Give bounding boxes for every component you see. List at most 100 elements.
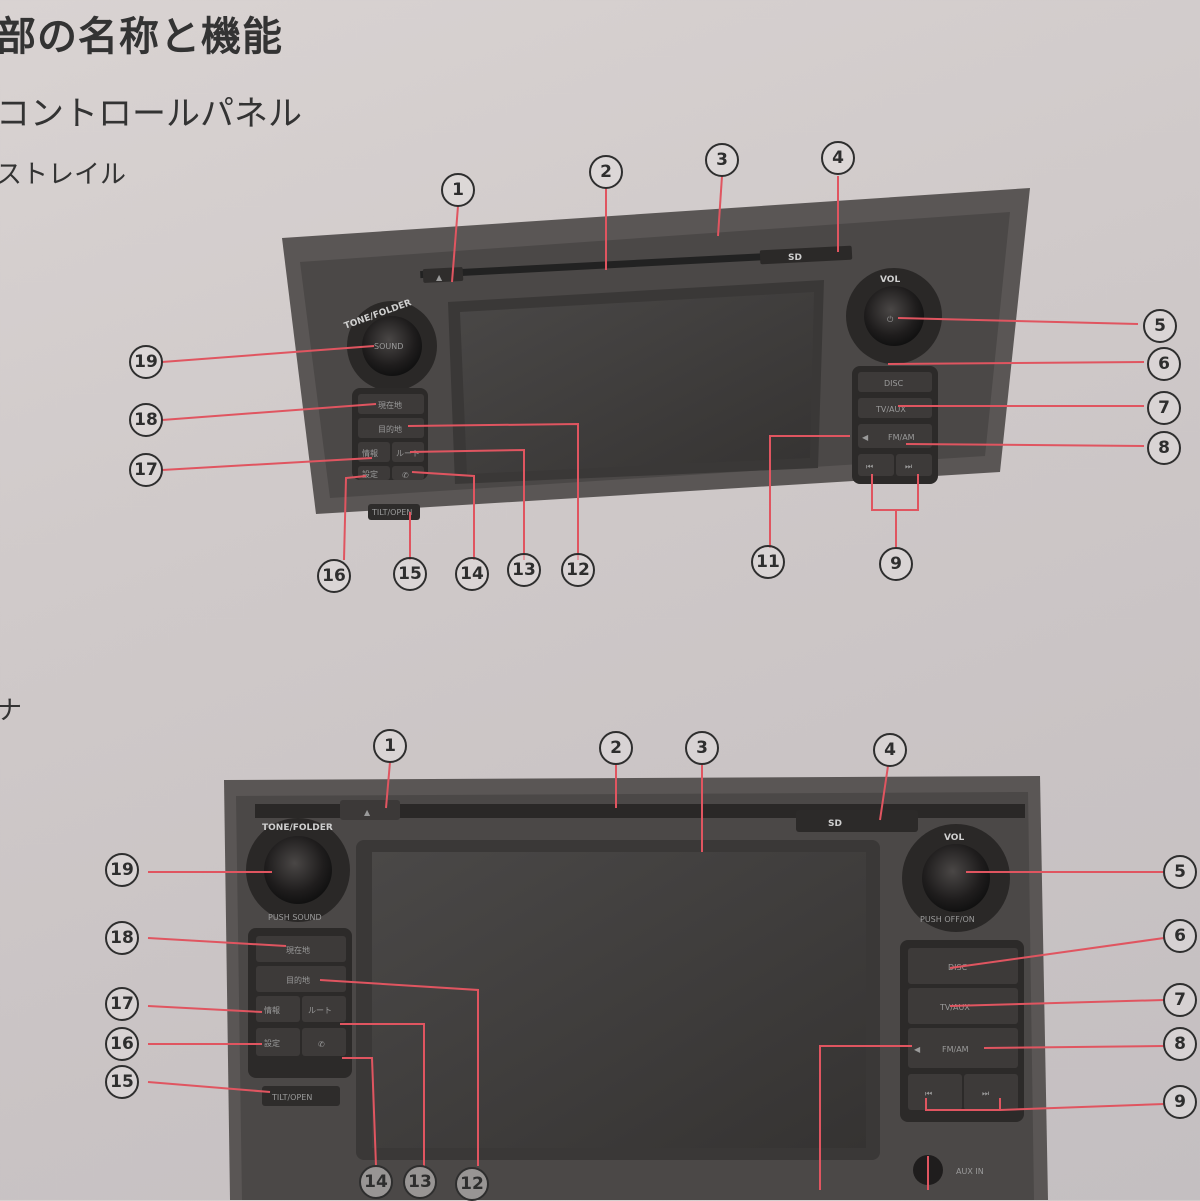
bottom-mute-icon: ◀ (914, 1045, 921, 1054)
bottom-btn-seek-back[interactable] (908, 1074, 962, 1110)
bottom-btn-17[interactable] (256, 996, 300, 1022)
callout-17-bottom: 17 (105, 987, 139, 1021)
callout-4-top: 4 (821, 141, 855, 175)
callout-1-bottom: 1 (373, 729, 407, 763)
bottom-sd-label: SD (828, 819, 842, 829)
top-disc-slot (420, 252, 770, 279)
bottom-btn-tv-aux-label: TV/AUX (939, 1003, 970, 1012)
bottom-btn-14-phone[interactable] (302, 1028, 346, 1056)
callout-18-top: 18 (129, 403, 163, 437)
top-tone-folder-knob[interactable] (362, 316, 422, 376)
callout-7-bottom: 7 (1163, 983, 1197, 1017)
callout-5-top: 5 (1143, 309, 1177, 343)
bottom-btn-fm-am-label: FM/AM (942, 1045, 969, 1054)
bottom-btn-15-label: TILT/OPEN (271, 1093, 312, 1102)
callout-3-top: 3 (705, 143, 739, 177)
bottom-tone-folder-knob[interactable] (264, 836, 332, 904)
callout-14-top: 14 (455, 557, 489, 591)
callout-1-top: 1 (441, 173, 475, 207)
top-vol-knob[interactable] (864, 286, 924, 346)
bottom-vol-knob[interactable] (922, 844, 990, 912)
top-btn-15-label: TILT/OPEN (371, 508, 412, 517)
callout-4-bottom: 4 (873, 733, 907, 767)
callout-18-bottom: 18 (105, 921, 139, 955)
top-btn-15[interactable] (368, 504, 420, 520)
callout-9-top: 9 (879, 547, 913, 581)
skip-forward-icon: ⏭ (982, 1089, 989, 1098)
top-btn-18[interactable] (358, 394, 424, 414)
bottom-btn-12-label: 目的地 (286, 975, 310, 985)
callout-15-top: 15 (393, 557, 427, 591)
callout-8-top: 8 (1147, 431, 1181, 465)
bottom-btn-16[interactable] (256, 1028, 300, 1056)
top-btn-seek-back[interactable] (858, 454, 894, 476)
top-btn-tv-aux[interactable] (858, 398, 932, 418)
top-vol-label: VOL (880, 275, 900, 285)
top-btn-tv-aux-label: TV/AUX (875, 405, 906, 414)
callout-16-top: 16 (317, 559, 351, 593)
callout-14-bottom: 14 (359, 1165, 393, 1199)
callout-2-bottom: 2 (599, 731, 633, 765)
top-btn-fm-am-label: FM/AM (888, 433, 915, 442)
bottom-btn-13[interactable] (302, 996, 346, 1022)
top-btn-disc-label: DISC (884, 379, 904, 388)
top-sd-slot[interactable] (759, 245, 853, 265)
callout-11-top: 11 (751, 545, 785, 579)
top-knob-left-center: SOUND (374, 342, 403, 351)
bottom-btn-seek-forward[interactable] (964, 1074, 1018, 1110)
callout-9-bottom: 9 (1163, 1085, 1197, 1119)
top-btn-16-label: 設定 (362, 469, 378, 479)
bottom-eject-button[interactable] (340, 800, 400, 820)
top-btn-13[interactable] (392, 442, 424, 462)
callout-7-top: 7 (1147, 391, 1181, 425)
top-control-panel: ▲ SD TONE/FOLDER SOUND VOL ⏻ 現在地 目的地 情報 … (282, 188, 1030, 520)
top-btn-17[interactable] (358, 442, 390, 462)
top-mute-icon: ◀ (862, 433, 869, 442)
top-btn-fm-am[interactable] (858, 424, 932, 448)
bottom-btn-18[interactable] (256, 936, 346, 962)
section-heading: コントロールパネル (0, 94, 302, 134)
top-btn-disc[interactable] (858, 372, 932, 392)
bottom-control-panel: ▲ SD TONE/FOLDER PUSH SOUND VOL PUSH OFF… (224, 776, 1048, 1200)
model-label-top: ストレイル (0, 160, 127, 190)
top-btn-12[interactable] (358, 418, 424, 438)
bottom-aux-label: AUX IN (956, 1167, 984, 1176)
callout-3-bottom: 3 (685, 731, 719, 765)
bottom-vol-label: VOL (944, 833, 964, 843)
callout-16-bottom: 16 (105, 1027, 139, 1061)
top-phone-icon: ✆ (402, 471, 409, 480)
top-btn-18-label: 現在地 (378, 400, 402, 410)
svg-text:▲: ▲ (436, 273, 443, 282)
callout-17-top: 17 (129, 453, 163, 487)
callout-2-top: 2 (589, 155, 623, 189)
top-btn-seek-forward[interactable] (896, 454, 932, 476)
callout-6-bottom: 6 (1163, 919, 1197, 953)
bottom-display-screen[interactable] (372, 852, 866, 1148)
skip-back-icon: ⏮ (925, 1089, 932, 1098)
callout-19-bottom: 19 (105, 853, 139, 887)
skip-forward-icon: ⏭ (905, 462, 912, 471)
top-btn-12-label: 目的地 (378, 424, 402, 434)
bottom-phone-icon: ✆ (318, 1040, 325, 1049)
top-eject-button[interactable] (422, 267, 464, 283)
bottom-knob-left-center: PUSH SOUND (268, 913, 322, 922)
callout-8-bottom: 8 (1163, 1027, 1197, 1061)
callout-13-bottom: 13 (403, 1165, 437, 1199)
callout-15-bottom: 15 (105, 1065, 139, 1099)
top-btn-14-phone[interactable] (392, 466, 424, 480)
bottom-btn-fm-am[interactable] (908, 1028, 1018, 1068)
top-power-icon: ⏻ (887, 315, 894, 324)
callout-6-top: 6 (1147, 347, 1181, 381)
bottom-sd-slot[interactable] (796, 810, 918, 832)
bottom-btn-17-label: 情報 (264, 1005, 280, 1015)
callout-5-bottom: 5 (1163, 855, 1197, 889)
bottom-btn-12[interactable] (256, 966, 346, 992)
skip-back-icon: ⏮ (866, 462, 873, 471)
top-display-screen[interactable] (460, 292, 814, 474)
bottom-vol-sub: PUSH OFF/ON (920, 915, 975, 924)
callout-19-top: 19 (129, 345, 163, 379)
svg-text:▲: ▲ (364, 808, 371, 817)
bottom-btn-15[interactable] (262, 1086, 340, 1106)
bottom-btn-16-label: 設定 (264, 1038, 280, 1048)
